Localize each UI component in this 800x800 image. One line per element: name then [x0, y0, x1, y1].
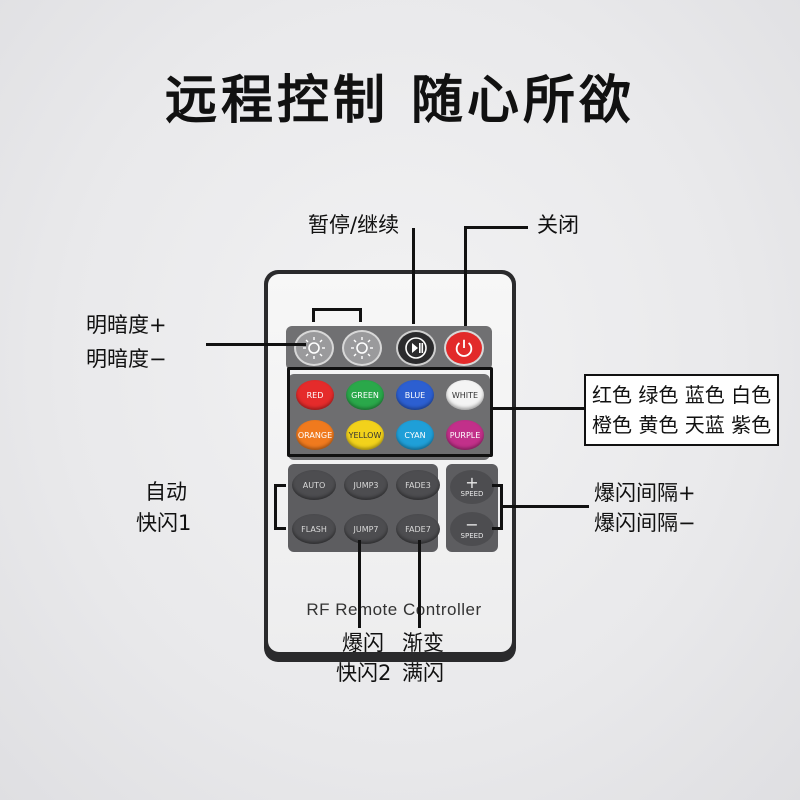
brightness-up-button[interactable] [294, 330, 334, 366]
pointer-jump7 [358, 540, 361, 628]
plus-icon: + [465, 473, 479, 492]
colors-line-2: 橙色 黄色 天蓝 紫色 [592, 413, 772, 437]
label-full-flash: 满闪 [402, 661, 444, 685]
color-button-green[interactable]: GREEN [346, 380, 384, 410]
pointer-brightness [206, 343, 306, 346]
label-flash1: 快闪1 [136, 511, 192, 535]
bracket-auto-bottom [274, 527, 286, 530]
bracket-brightness-top [312, 308, 362, 311]
speed-down-button[interactable]: − SPEED [450, 512, 494, 546]
minus-icon: − [465, 515, 479, 534]
label-brightness-down: 明暗度− [86, 347, 167, 371]
pointer-pause [412, 228, 415, 324]
pointer-colors [493, 407, 584, 410]
pointer-power-v [464, 226, 467, 326]
mode-button-fade3[interactable]: FADE3 [396, 470, 440, 500]
speed-label: SPEED [460, 490, 484, 498]
pointer-power-h [464, 226, 528, 229]
color-button-purple[interactable]: PURPLE [446, 420, 484, 450]
color-button-orange[interactable]: ORANGE [296, 420, 334, 450]
sun-icon [351, 337, 373, 359]
mode-button-fade7[interactable]: FADE7 [396, 514, 440, 544]
play-pause-button[interactable] [396, 330, 436, 366]
label-flash2: 快闪2 [336, 661, 392, 685]
color-button-yellow[interactable]: YELLOW [346, 420, 384, 450]
label-pause-resume: 暂停/继续 [308, 213, 400, 237]
mode-button-flash[interactable]: FLASH [292, 514, 336, 544]
bracket-auto-flash [274, 484, 277, 530]
label-power-off: 关闭 [537, 213, 579, 237]
label-brightness-up: 明暗度+ [86, 313, 167, 337]
bracket-auto-top [274, 484, 286, 487]
color-button-blue[interactable]: BLUE [396, 380, 434, 410]
power-icon [455, 339, 473, 357]
colors-legend: 红色 绿色 蓝色 白色 橙色 黄色 天蓝 紫色 [584, 374, 780, 446]
sun-icon [303, 337, 325, 359]
bracket-speed-bottom [492, 527, 503, 530]
bracket-brightness-left [312, 308, 315, 322]
colors-line-1: 红色 绿色 蓝色 白色 [592, 383, 772, 407]
label-gradient: 渐变 [402, 631, 444, 655]
speed-up-button[interactable]: + SPEED [450, 470, 494, 504]
color-button-red[interactable]: RED [296, 380, 334, 410]
mode-button-jump3[interactable]: JUMP3 [344, 470, 388, 500]
bracket-speed [500, 484, 503, 530]
pointer-speed [503, 505, 589, 508]
label-flash-speed-down: 爆闪间隔− [594, 511, 696, 535]
speed-label: SPEED [460, 532, 484, 540]
mode-button-jump7[interactable]: JUMP7 [344, 514, 388, 544]
color-button-cyan[interactable]: CYAN [396, 420, 434, 450]
bracket-brightness-right [359, 308, 362, 322]
label-burst: 爆闪 [342, 631, 384, 655]
brand-text: RF Remote Controller [306, 600, 482, 619]
play-pause-icon [405, 337, 427, 359]
brightness-down-button[interactable] [342, 330, 382, 366]
pointer-fade7 [418, 540, 421, 628]
color-button-white[interactable]: WHITE [446, 380, 484, 410]
label-flash-speed-up: 爆闪间隔+ [594, 481, 696, 505]
mode-button-auto[interactable]: AUTO [292, 470, 336, 500]
color-buttons-highlight [287, 367, 493, 457]
headline: 远程控制 随心所欲 [164, 71, 636, 131]
label-auto: 自动 [145, 480, 187, 504]
bracket-speed-top [492, 484, 503, 487]
power-button[interactable] [444, 330, 484, 366]
